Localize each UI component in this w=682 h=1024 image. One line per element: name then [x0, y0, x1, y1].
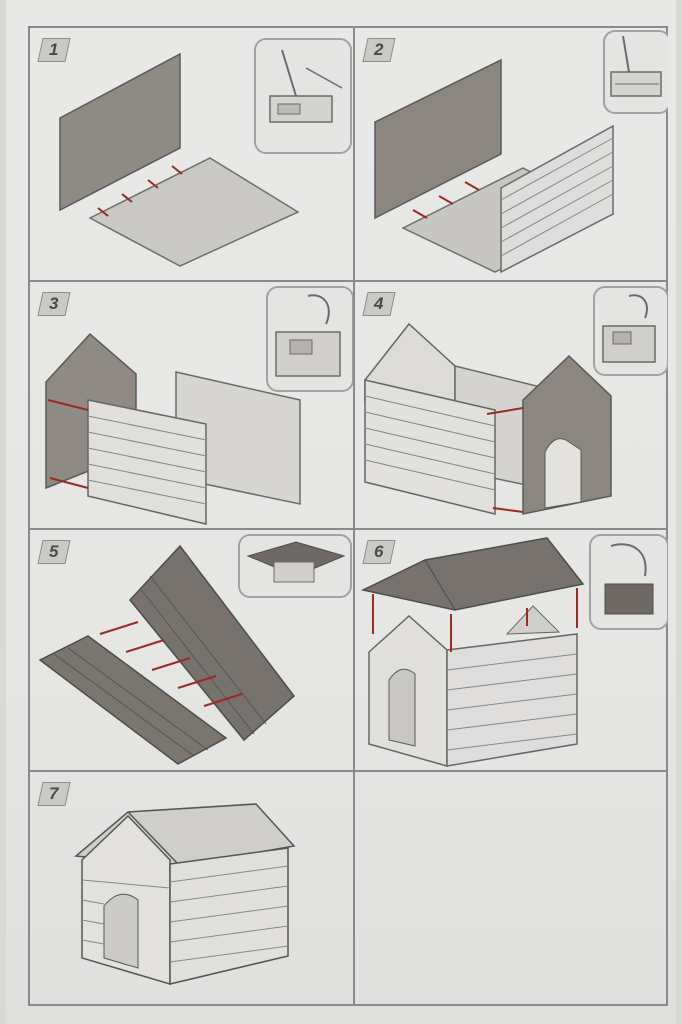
instruction-sheet: 1 2 [6, 0, 676, 1024]
step-number-badge: 6 [362, 540, 396, 564]
step-4-panel: 4 [355, 282, 668, 528]
step-number-badge: 5 [37, 540, 71, 564]
step-3-panel: 3 [30, 282, 353, 528]
step-number-badge: 1 [37, 38, 71, 62]
detail-inset [589, 534, 668, 630]
step-4-illustration [364, 322, 612, 515]
step-3-illustration [45, 332, 301, 525]
step-5-illustration [38, 544, 296, 765]
assembly-steps-grid: 1 2 [28, 26, 668, 1006]
grid-divider [30, 770, 666, 772]
step-5-panel: 5 [30, 530, 353, 770]
step-6-illustration [360, 537, 585, 767]
step-number-badge: 3 [37, 292, 71, 316]
step-1-illustration [59, 52, 300, 267]
step-7-panel: 7 [30, 772, 353, 1004]
step-2-panel: 2 [355, 28, 668, 280]
grid-divider [30, 280, 666, 282]
step-number-badge: 2 [362, 38, 396, 62]
step-6-panel: 6 [355, 530, 668, 770]
detail-inset [266, 286, 353, 392]
step-1-panel: 1 [30, 28, 353, 280]
step-number-badge: 7 [37, 782, 71, 806]
detail-inset [238, 534, 352, 598]
grid-divider [30, 528, 666, 530]
empty-panel [355, 772, 668, 1004]
detail-inset [593, 286, 668, 376]
step-2-illustration [374, 58, 615, 274]
detail-inset [603, 30, 668, 114]
detail-inset [254, 38, 352, 154]
step-7-illustration [74, 803, 296, 986]
grid-divider [353, 28, 355, 1004]
step-number-badge: 4 [362, 292, 396, 316]
